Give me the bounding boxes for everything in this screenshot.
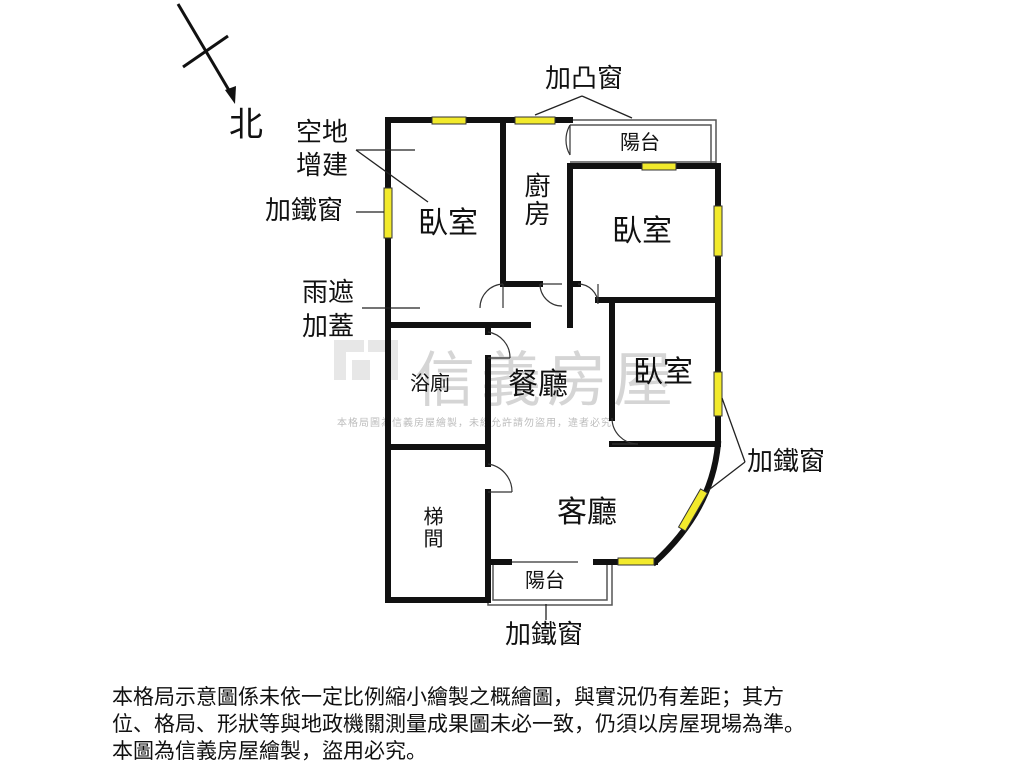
disclaimer-line: 本圖為信義房屋繪製，盜用必究。 [112, 739, 427, 763]
windows [383, 116, 723, 566]
disclaimer-line: 本格局示意圖係未依一定比例縮小繪製之概繪圖，與實況仍有差距；其方 [112, 685, 784, 709]
callout-iron-window-left: 加鐵窗 [265, 196, 344, 226]
callout-iron-window-right: 加鐵窗 [747, 447, 826, 477]
north-arrow-icon [176, 3, 236, 104]
callout-canopy-1: 雨遮 [302, 278, 355, 308]
room-label-bedroom-left: 臥室 [418, 206, 478, 241]
room-label-living: 客廳 [557, 495, 617, 530]
callout-open-land-2: 增建 [296, 151, 349, 181]
room-label-dining: 餐廳 [508, 367, 568, 402]
room-label-bathroom: 浴廁 [410, 371, 450, 395]
room-label-balcony-top: 陽台 [620, 130, 660, 154]
watermark-note: 本格局圖為信義房屋繪製，未經允許請勿盜用，違者必究 [337, 418, 612, 429]
callout-iron-window-bottom: 加鐵窗 [505, 620, 584, 650]
watermark-brand: 信義房屋 [415, 346, 679, 416]
room-label-balcony-bottom: 陽台 [525, 568, 565, 592]
callout-bay-window: 加凸窗 [545, 64, 624, 94]
callout-canopy-2: 加蓋 [302, 312, 355, 342]
room-label-kitchen: 廚房 [520, 172, 550, 228]
room-label-bedroom-small: 臥室 [633, 355, 693, 390]
disclaimer-line: 位、格局、形狀等與地政機關測量成果圖未必一致，仍須以房屋現場為準。 [112, 712, 805, 736]
room-label-bedroom-right: 臥室 [612, 214, 672, 249]
callout-open-land-1: 空地 [296, 118, 349, 148]
room-label-stairwell: 梯間 [420, 506, 444, 550]
north-label: 北 [229, 105, 263, 145]
disclaimer: 本格局示意圖係未依一定比例縮小繪製之概繪圖，與實況仍有差距；其方 位、格局、形狀… [112, 684, 912, 765]
